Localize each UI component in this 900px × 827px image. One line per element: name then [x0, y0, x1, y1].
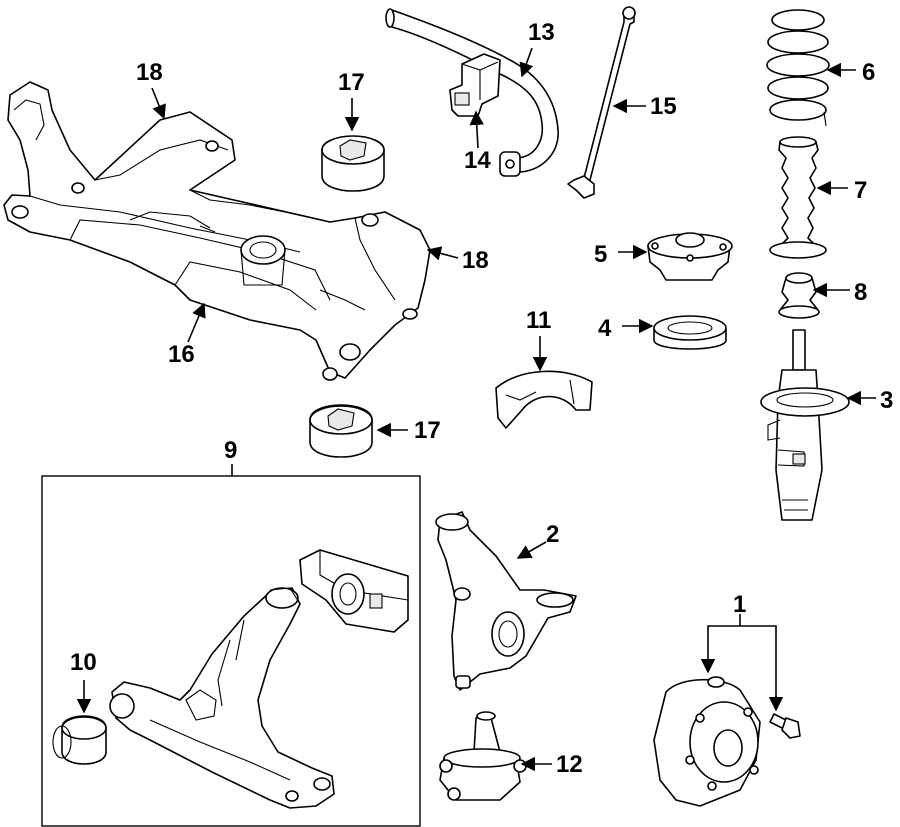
callout-12: 12 — [556, 751, 583, 778]
callout-5: 5 — [594, 241, 607, 268]
strut-boot — [769, 136, 827, 259]
callout-8: 8 — [854, 279, 867, 306]
callout-6: 6 — [862, 59, 875, 86]
callout-16: 16 — [168, 341, 195, 368]
callout-15: 15 — [650, 93, 677, 120]
stabilizer-link — [567, 6, 636, 199]
control-arm-group-box — [41, 475, 421, 827]
coil-spring — [766, 9, 830, 127]
callout-17-upper: 17 — [338, 69, 365, 96]
callout-10: 10 — [70, 649, 97, 676]
control-arm-rear-bushing — [299, 549, 409, 633]
callout-11: 11 — [526, 307, 551, 334]
bump-stop — [778, 272, 820, 319]
callout-14: 14 — [464, 147, 491, 174]
stabilizer-bushing — [449, 53, 501, 117]
hub-bolt — [769, 713, 801, 739]
callout-9: 9 — [224, 437, 237, 464]
ball-joint — [439, 711, 527, 801]
hub-bearing — [653, 676, 761, 807]
callout-2: 2 — [546, 521, 559, 548]
subframe-bushing-lower — [309, 404, 373, 458]
callout-17-lower: 17 — [414, 417, 441, 444]
subframe — [3, 81, 431, 381]
callout-4: 4 — [598, 315, 612, 342]
callout-7: 7 — [854, 177, 867, 204]
mount-bearing — [653, 315, 727, 350]
callout-labels: 18 18 17 17 13 14 15 16 6 7 8 3 5 4 11 9… — [70, 19, 893, 778]
stabilizer-bar — [385, 8, 559, 177]
callout-3: 3 — [880, 387, 893, 414]
strut-mount — [647, 232, 733, 281]
control-arm-front-bushing — [52, 715, 107, 765]
spring-insulator — [495, 370, 593, 429]
callout-1: 1 — [733, 591, 746, 618]
callout-18-upper: 18 — [136, 59, 163, 86]
steering-knuckle — [435, 511, 577, 691]
leader-lines — [76, 47, 876, 772]
subframe-bushing-upper — [321, 135, 385, 192]
control-arm — [109, 587, 335, 809]
callout-18-lower: 18 — [462, 247, 489, 274]
callout-13: 13 — [528, 19, 555, 46]
strut-assembly — [760, 329, 850, 521]
